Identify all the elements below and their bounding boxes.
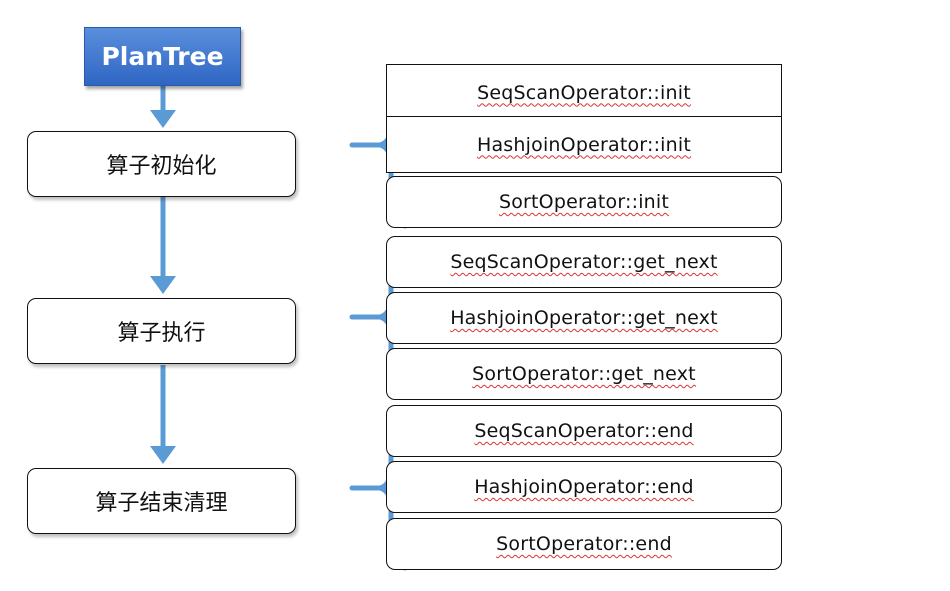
stage-cleanup-label: 算子结束清理 — [95, 491, 228, 516]
operator-label: SeqScanOperator::init — [477, 81, 691, 104]
stage-execute-box: 算子执行 — [27, 298, 296, 364]
flow-arrow — [150, 365, 176, 464]
operator-label: HashjoinOperator::get_next — [450, 307, 718, 329]
stage-init-label: 算子初始化 — [106, 154, 217, 179]
operator-label: SeqScanOperator::end — [474, 420, 694, 442]
stage-execute-label: 算子执行 — [117, 321, 206, 346]
operator-box: SortOperator::init — [386, 176, 782, 228]
stage-init-box: 算子初始化 — [27, 131, 296, 197]
flow-arrow — [150, 197, 176, 294]
operator-box: SeqScanOperator::get_next — [386, 236, 782, 288]
operator-label: HashjoinOperator::end — [474, 476, 694, 498]
operator-label: SortOperator::init — [498, 191, 670, 213]
operator-box: SeqScanOperator::end — [386, 405, 782, 457]
operator-label: HashjoinOperator::init — [476, 133, 692, 156]
operator-label: SeqScanOperator::get_next — [450, 251, 718, 273]
operator-box: HashjoinOperator::end — [386, 461, 782, 513]
operator-box: HashjoinOperator::init — [386, 116, 782, 173]
operator-label: SortOperator::get_next — [472, 363, 696, 385]
flow-arrow — [150, 86, 176, 128]
plantree-title: PlanTree — [84, 27, 241, 86]
stage-cleanup-box: 算子结束清理 — [27, 468, 296, 534]
operator-box: HashjoinOperator::get_next — [386, 292, 782, 344]
operator-label: SortOperator::end — [496, 533, 672, 555]
operator-box: SeqScanOperator::init — [386, 64, 782, 121]
operator-box: SortOperator::end — [386, 518, 782, 570]
operator-box: SortOperator::get_next — [386, 348, 782, 400]
